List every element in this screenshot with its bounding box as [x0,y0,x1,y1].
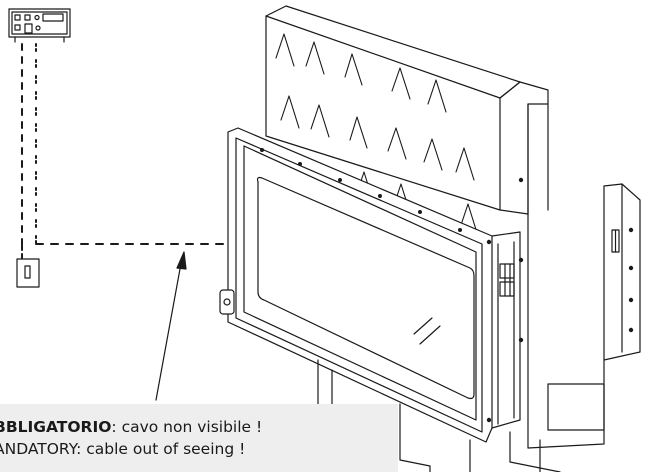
mandatory-cable-caption: BBLIGATORIO: cavo non visibile ! ANDATOR… [0,404,398,472]
fireplace-base [317,359,561,472]
fireplace-hood [265,5,549,215]
side-casing [499,177,641,449]
door-handle [219,289,235,315]
control-cable-route [21,43,233,259]
wall-socket-box [16,258,40,288]
caption-italian-rest: : cavo non visibile ! [111,418,263,436]
control-panel [8,8,71,43]
annotation-arrow [155,251,187,401]
glass-panel [256,176,475,400]
caption-line-english: ANDATORY: cable out of seeing ! [0,440,246,458]
caption-bold-word: BBLIGATORIO [0,418,112,436]
flame-pattern [275,33,479,237]
caption-line-italian: BBLIGATORIO: cavo non visibile ! [0,416,398,438]
